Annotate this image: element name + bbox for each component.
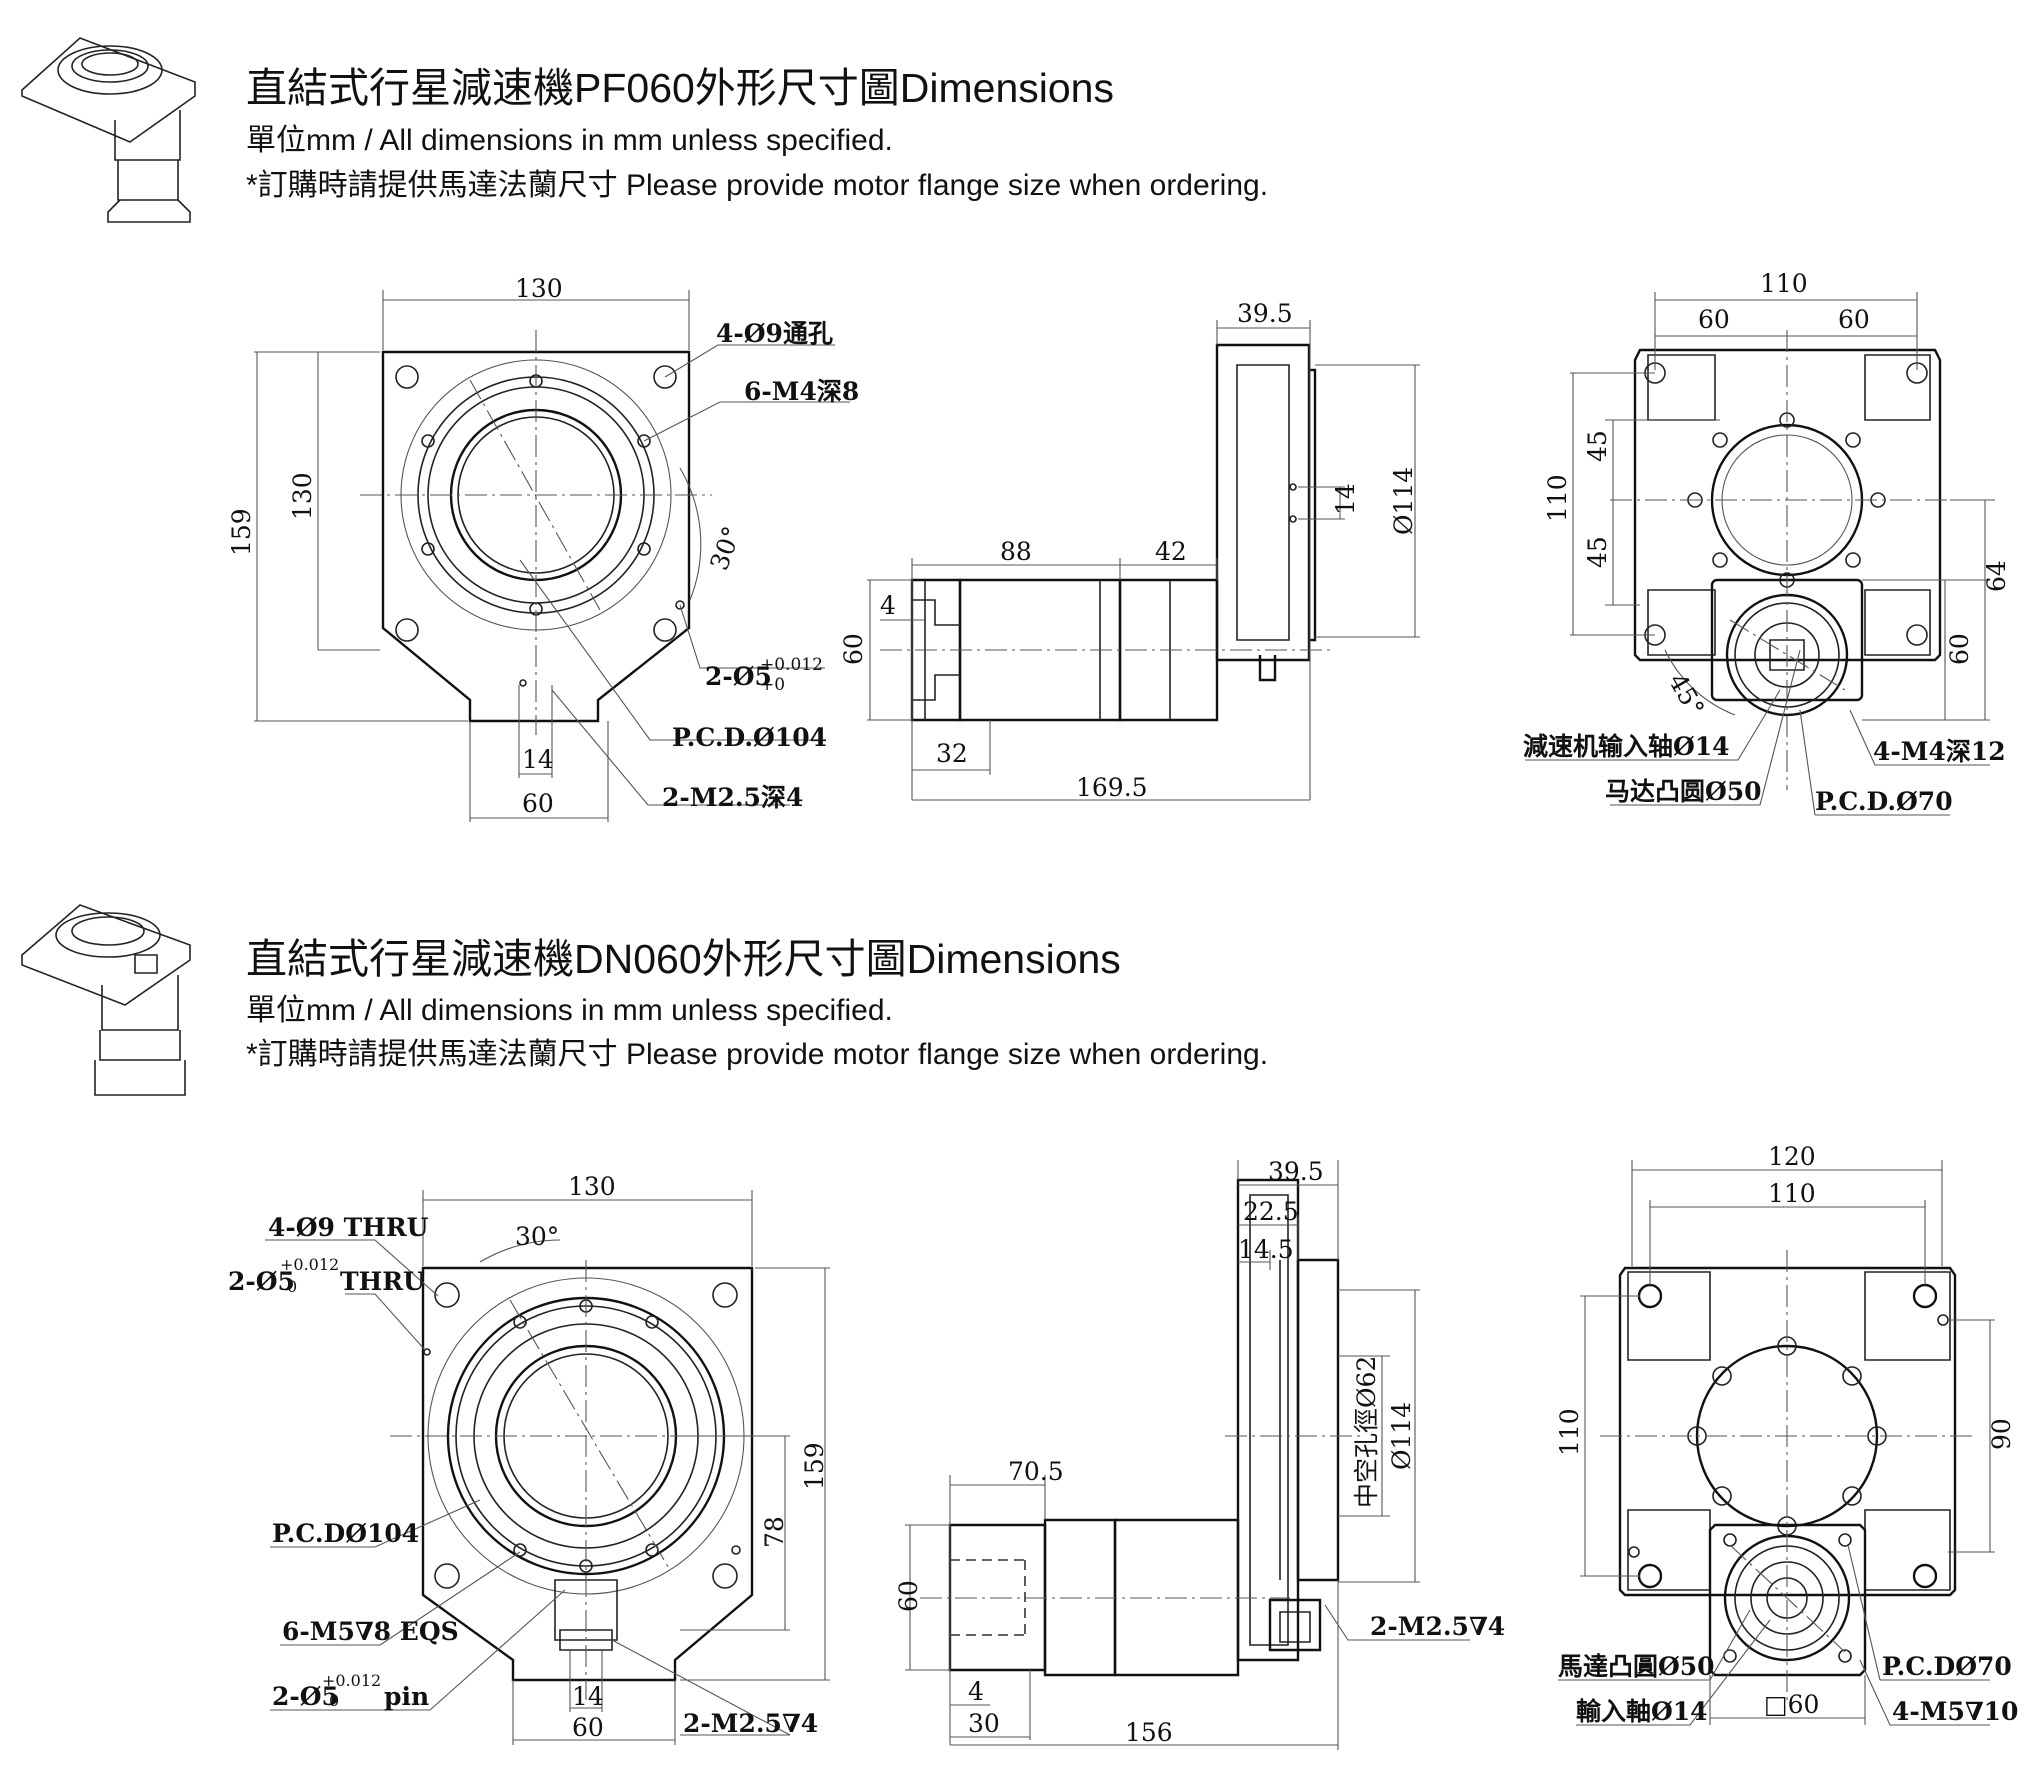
pf060-side-shaft-step: 4 bbox=[880, 591, 896, 620]
pf060-front-pin: 2-Ø5 bbox=[705, 662, 772, 691]
pf060-rear-right-b: 60 bbox=[1945, 633, 1974, 665]
dn060-rear-h-total: 110 bbox=[1555, 1408, 1584, 1456]
dn060-side-view bbox=[905, 1160, 1470, 1750]
dn060-side-len-total: 156 bbox=[1125, 1718, 1173, 1747]
pf060-rear-width-total: 110 bbox=[1760, 269, 1808, 298]
dn060-front-thru: THRU bbox=[340, 1267, 425, 1296]
dn060-rear-width-total: 120 bbox=[1768, 1142, 1816, 1171]
pf060-order-note: *訂購時請提供馬達法蘭尺寸 Please provide motor flang… bbox=[246, 169, 1269, 202]
pf060-side-slot: 14 bbox=[1331, 483, 1360, 515]
pf060-front-height-inner: 130 bbox=[288, 472, 317, 520]
pf060-rear-right-a: 64 bbox=[1982, 560, 2011, 592]
dn060-side-bore: 中空孔徑Ø62 bbox=[1352, 1356, 1381, 1508]
dn060-rear-input-shaft: 輸入軸Ø14 bbox=[1576, 1697, 1708, 1726]
pf060-side-view bbox=[867, 320, 1420, 800]
pf060-rear-angle: 45° bbox=[1663, 669, 1710, 722]
pf060-front-holes: 4-Ø9通孔 bbox=[716, 319, 833, 348]
dn060-side-motor-h: 60 bbox=[894, 1580, 923, 1612]
dn060-thumbnail-illustration bbox=[22, 905, 190, 1095]
pf060-side-len-a: 88 bbox=[1000, 537, 1032, 566]
pf060-rear-view bbox=[1525, 292, 1995, 815]
dn060-front-pin-tol-2-lower: 0 bbox=[329, 1691, 339, 1710]
pf060-front-width-top: 130 bbox=[515, 274, 563, 303]
dn060-front-height-total: 159 bbox=[800, 1442, 829, 1490]
pf060-side-motor-h: 60 bbox=[839, 633, 868, 665]
pf060-rear-half-left: 60 bbox=[1698, 305, 1730, 334]
dn060-side-step-b: 14.5 bbox=[1238, 1235, 1294, 1264]
pf060-side-dia-outer: Ø114 bbox=[1389, 467, 1418, 535]
dn060-side-len-a: 70.5 bbox=[1008, 1457, 1064, 1486]
dn060-side-dia-outer: Ø114 bbox=[1387, 1402, 1416, 1470]
pf060-rear-motor-boss: 马达凸圆Ø50 bbox=[1605, 777, 1762, 806]
dn060-side-step-a: 22.5 bbox=[1243, 1197, 1299, 1226]
pf060-side-len-c: 32 bbox=[936, 739, 968, 768]
pf060-rear-input-shaft: 減速机输入轴Ø14 bbox=[1523, 732, 1730, 761]
pf060-front-angle: 30° bbox=[704, 522, 746, 574]
pf060-front-view bbox=[254, 290, 850, 822]
pf060-front-height-total: 159 bbox=[227, 508, 256, 556]
dn060-front-pin-tol-2: +0.012 bbox=[322, 1671, 381, 1690]
pf060-rear-pcd: P.C.D.Ø70 bbox=[1815, 787, 1953, 816]
dn060-side-thread: 2-M2.5∇4 bbox=[1370, 1612, 1505, 1641]
dn060-side-len-c: 30 bbox=[968, 1709, 1000, 1738]
dn060-front-pcd: P.C.DØ104 bbox=[272, 1519, 419, 1548]
dn060-front-pin-tol-lower: 0 bbox=[287, 1277, 297, 1296]
dn060-front-pin-thru: 2-Ø5 bbox=[228, 1267, 295, 1296]
pf060-front-tapped: 6-M4深8 bbox=[744, 377, 859, 406]
dn060-title: 直結式行星減速機DN060外形尺寸圖Dimensions bbox=[246, 936, 1121, 982]
pf060-side-flange-thk: 39.5 bbox=[1237, 299, 1293, 328]
dn060-rear-tapped: 4-M5∇10 bbox=[1892, 1697, 2018, 1726]
pf060-front-thread: 2-M2.5深4 bbox=[662, 783, 803, 812]
dn060-rear-view bbox=[1558, 1160, 1995, 1725]
pf060-rear-h-total: 110 bbox=[1543, 474, 1572, 522]
pf060-rear-h-b: 45 bbox=[1583, 536, 1612, 568]
pf060-rear-half-right: 60 bbox=[1838, 305, 1870, 334]
pf060-front-bottom-width: 60 bbox=[522, 789, 554, 818]
dn060-rear-width-inner: 110 bbox=[1768, 1179, 1816, 1208]
dn060-rear-right-h: 90 bbox=[1987, 1418, 2016, 1450]
dn060-front-slot: 14 bbox=[572, 1682, 604, 1711]
pf060-front-pcd: P.C.D.Ø104 bbox=[672, 723, 827, 752]
dn060-order-note: *訂購時請提供馬達法蘭尺寸 Please provide motor flang… bbox=[246, 1038, 1269, 1071]
pf060-side-len-b: 42 bbox=[1155, 537, 1187, 566]
dn060-front-pin-word: pin bbox=[384, 1682, 429, 1711]
dn060-front-bottom-width: 60 bbox=[572, 1713, 604, 1742]
pf060-title: 直結式行星減速機PF060外形尺寸圖Dimensions bbox=[246, 65, 1114, 111]
dn060-unit-line: 單位mm / All dimensions in mm unless speci… bbox=[246, 994, 893, 1027]
dn060-front-thread: 2-M2.5∇4 bbox=[683, 1709, 818, 1738]
pf060-rear-tapped: 4-M4深12 bbox=[1873, 737, 2006, 766]
pf060-rear-h-a: 45 bbox=[1583, 430, 1612, 462]
pf060-front-slot: 14 bbox=[522, 745, 554, 774]
dn060-rear-square: □60 bbox=[1764, 1690, 1819, 1719]
dn060-front-angle: 30° bbox=[515, 1222, 559, 1251]
dn060-rear-motor-boss: 馬達凸圓Ø50 bbox=[1558, 1652, 1715, 1681]
dn060-front-pin: 2-Ø5 bbox=[272, 1682, 339, 1711]
pf060-front-pin-tol-lower: +0 bbox=[760, 675, 785, 695]
dn060-front-height-lower: 78 bbox=[760, 1516, 789, 1548]
pf060-side-len-total: 169.5 bbox=[1076, 773, 1148, 802]
dn060-rear-pcd: P.C.DØ70 bbox=[1882, 1652, 2012, 1681]
pf060-thumbnail-illustration bbox=[22, 38, 195, 222]
pf060-unit-line: 單位mm / All dimensions in mm unless speci… bbox=[246, 124, 893, 157]
dn060-front-pin-tol: +0.012 bbox=[280, 1255, 339, 1274]
dn060-front-width-top: 130 bbox=[568, 1172, 616, 1201]
dn060-front-view bbox=[265, 1190, 830, 1745]
dn060-front-holes: 4-Ø9 THRU bbox=[268, 1213, 429, 1242]
dn060-side-shaft-step: 4 bbox=[968, 1677, 984, 1706]
dn060-front-tapped: 6-M5∇8 EQS bbox=[282, 1617, 459, 1646]
dn060-side-flange-thk: 39.5 bbox=[1268, 1157, 1324, 1186]
pf060-front-pin-tol-upper: +0.012 bbox=[760, 655, 823, 675]
